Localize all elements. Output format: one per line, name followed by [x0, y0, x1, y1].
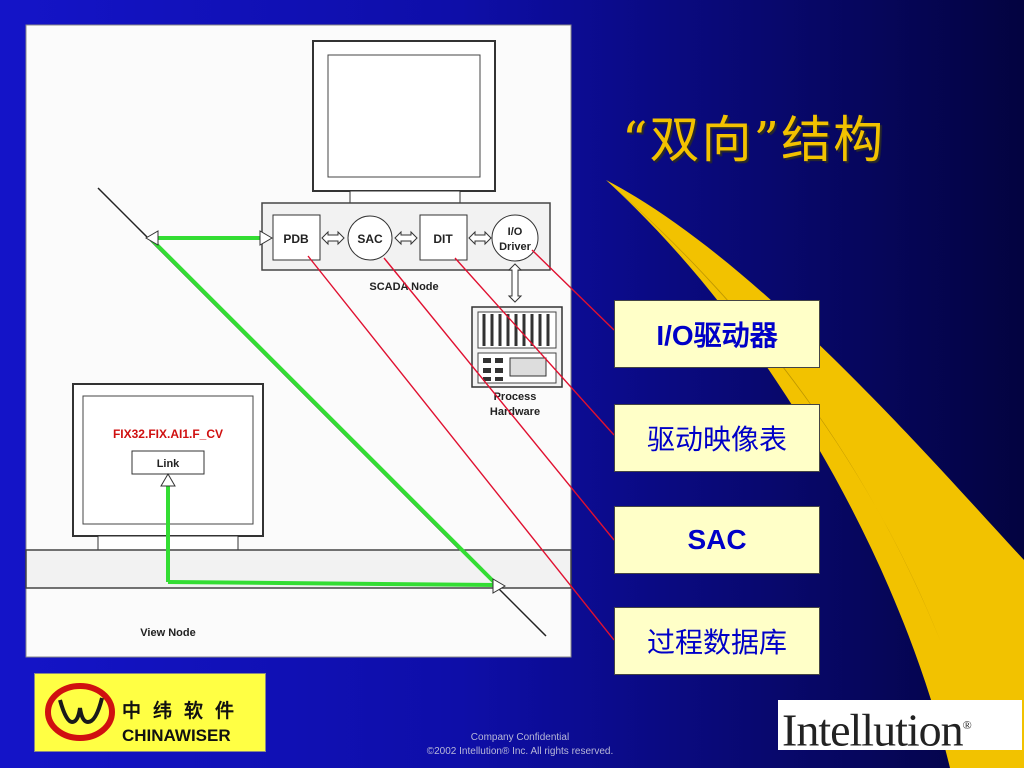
- pdb-box: [272, 214, 321, 261]
- intellution-logo-text: Intellution®: [782, 700, 972, 756]
- double-arrows: [321, 230, 523, 303]
- yellow-swoosh: [606, 180, 1024, 768]
- registered-mark-icon: ®: [962, 718, 972, 732]
- process-hardware-rack: [471, 306, 563, 388]
- process-hardware-label-line2: Hardware: [490, 406, 540, 418]
- footer-copyright: ©2002 Intellution® Inc. All rights reser…: [426, 746, 614, 757]
- io-driver-label-line1: I/O: [508, 226, 523, 238]
- chinawiser-logo-mark: [45, 683, 115, 741]
- link-label: Link: [157, 458, 180, 470]
- top-monitor: [312, 40, 496, 206]
- dit-box: [419, 214, 468, 261]
- pdb-label: PDB: [283, 232, 309, 246]
- green-arrowheads: [145, 230, 506, 594]
- callout-sac: SAC: [614, 506, 820, 574]
- intellution-logo-box: [778, 700, 1022, 750]
- footer-confidential: Company Confidential: [470, 732, 570, 743]
- intellution-brand: Intellution: [782, 704, 964, 756]
- slide-title: “双向”结构: [622, 111, 886, 169]
- dit-label: DIT: [433, 232, 453, 246]
- process-hardware-label-line1: Process: [494, 391, 537, 403]
- callout-process-database: 过程数据库: [614, 607, 820, 675]
- sac-label: SAC: [357, 232, 383, 246]
- io-driver-label-line2: Driver: [499, 241, 532, 253]
- chinawiser-logo-english: CHINAWISER: [122, 726, 231, 745]
- chinawiser-logo-chinese: 中纬软件: [122, 700, 247, 722]
- red-pointer-lines: [307, 249, 615, 641]
- tag-name-text: FIX32.FIX.AI1.F_CV: [113, 427, 223, 441]
- view-node-label: View Node: [140, 627, 195, 639]
- io-driver-circle: [491, 214, 539, 262]
- callout-io-driver: I/O驱动器: [614, 300, 820, 368]
- callout-driver-image-table: 驱动映像表: [614, 404, 820, 472]
- green-link-path: [148, 236, 499, 587]
- scada-node-label: SCADA Node: [369, 281, 438, 293]
- sac-circle: [347, 215, 393, 261]
